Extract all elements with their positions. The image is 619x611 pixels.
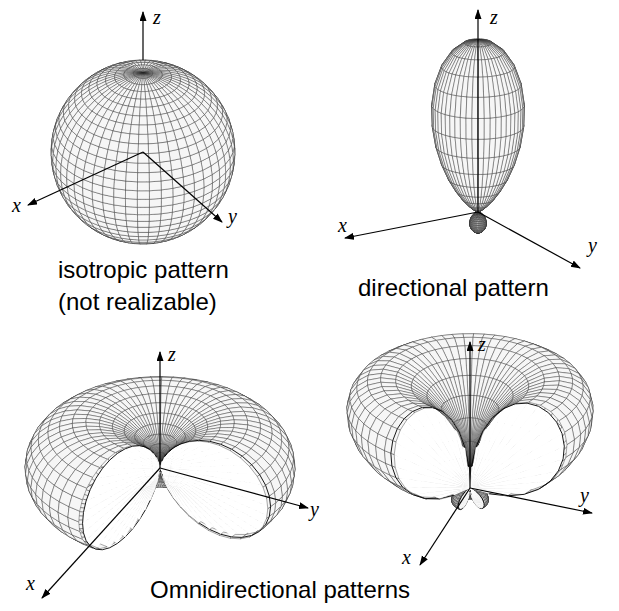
mesh-facet xyxy=(140,99,146,107)
mesh-facet xyxy=(126,214,138,221)
mesh-facet xyxy=(149,206,161,214)
mesh-facet xyxy=(119,133,130,144)
mesh-facet xyxy=(139,116,147,125)
mesh-facet xyxy=(138,163,149,173)
mesh-facet xyxy=(139,240,148,242)
mesh-facet xyxy=(137,207,149,214)
mesh-facet xyxy=(131,116,139,126)
mesh-facet xyxy=(149,172,161,182)
mesh-facet xyxy=(149,221,161,228)
mesh-facet xyxy=(138,227,149,232)
mesh-facet xyxy=(129,134,139,144)
mesh-facet xyxy=(137,191,149,200)
mesh-facet xyxy=(142,79,145,85)
mesh-facet xyxy=(137,182,149,191)
mesh-facet xyxy=(148,143,159,153)
mesh-facet xyxy=(126,162,138,172)
mesh-facet xyxy=(149,198,161,207)
mesh-facet xyxy=(148,134,158,144)
mesh-facet xyxy=(127,227,138,233)
mesh-facet xyxy=(128,143,139,153)
mesh-facet xyxy=(125,199,137,208)
mesh-facet xyxy=(138,215,150,222)
mesh-facet xyxy=(117,69,127,71)
mesh-facet xyxy=(140,107,147,116)
mesh-facet xyxy=(160,161,172,172)
mesh-facet xyxy=(133,107,141,116)
mesh-facet xyxy=(108,140,119,151)
mesh-facet xyxy=(114,170,126,181)
mesh-facet xyxy=(114,180,126,190)
mesh-facet xyxy=(147,115,156,125)
mesh-facet xyxy=(126,172,138,182)
mesh-facet xyxy=(161,179,173,190)
mesh-facet xyxy=(138,237,148,240)
mesh-facet xyxy=(125,190,137,199)
mesh-facet xyxy=(149,181,161,191)
mesh-facet xyxy=(149,162,161,172)
mesh-facet xyxy=(137,199,149,207)
mesh-facet xyxy=(158,142,169,153)
mesh-facet xyxy=(141,92,146,100)
mesh-facet xyxy=(138,134,148,144)
mesh-facet xyxy=(141,85,145,92)
mesh-facet xyxy=(126,221,138,228)
mesh-facet xyxy=(118,142,129,153)
mesh-facet xyxy=(138,173,150,182)
mesh-facet xyxy=(130,125,139,135)
mesh-facet xyxy=(159,69,169,71)
mesh-facet xyxy=(149,214,161,222)
mesh-facet xyxy=(126,207,138,215)
mesh-facet xyxy=(159,151,170,162)
mesh-facet xyxy=(149,226,160,232)
mesh-facet xyxy=(126,181,138,191)
mesh-facet xyxy=(149,190,161,199)
mesh-facet xyxy=(116,151,127,162)
mesh-facet xyxy=(139,125,148,134)
mesh-facet xyxy=(138,221,149,227)
mesh-facet xyxy=(147,124,156,134)
mesh-facet xyxy=(138,232,148,236)
mesh-facet xyxy=(157,133,168,144)
